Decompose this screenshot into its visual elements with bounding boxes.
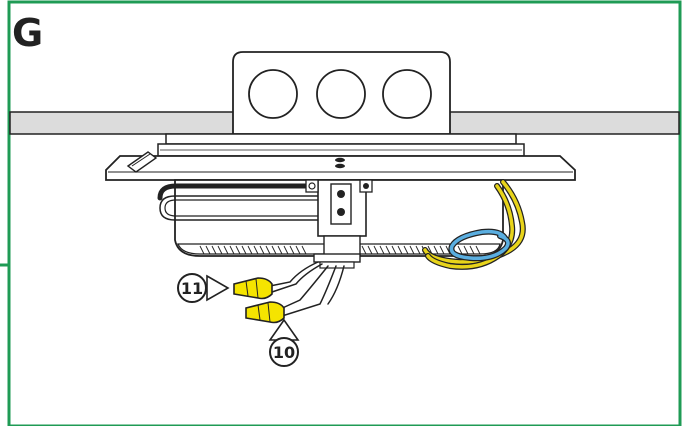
junction-box — [232, 51, 451, 135]
knockout-hole-2 — [316, 69, 366, 119]
upper-wire-connector — [233, 277, 273, 300]
panel-frame — [7, 0, 682, 426]
mounting-bracket — [157, 133, 525, 157]
internal-wires — [157, 183, 321, 221]
ground-and-neutral-wires — [422, 179, 526, 270]
callout-11: 11 — [177, 273, 230, 303]
canopy-plate — [105, 151, 576, 181]
callout-arrow-11 — [206, 274, 230, 302]
callout-number-11: 11 — [181, 279, 203, 298]
cord-grommet — [313, 253, 361, 269]
lower-wire-connector — [245, 301, 285, 324]
supply-wires — [269, 261, 345, 317]
step-letter: G — [12, 11, 43, 55]
callout-10: 10 — [268, 318, 300, 367]
callout-number-10: 10 — [273, 343, 295, 362]
callout-badge-11 — [177, 273, 207, 303]
knockout-hole-1 — [248, 69, 298, 119]
knockout-hole-3 — [382, 69, 432, 119]
callout-badge-10 — [269, 337, 299, 367]
